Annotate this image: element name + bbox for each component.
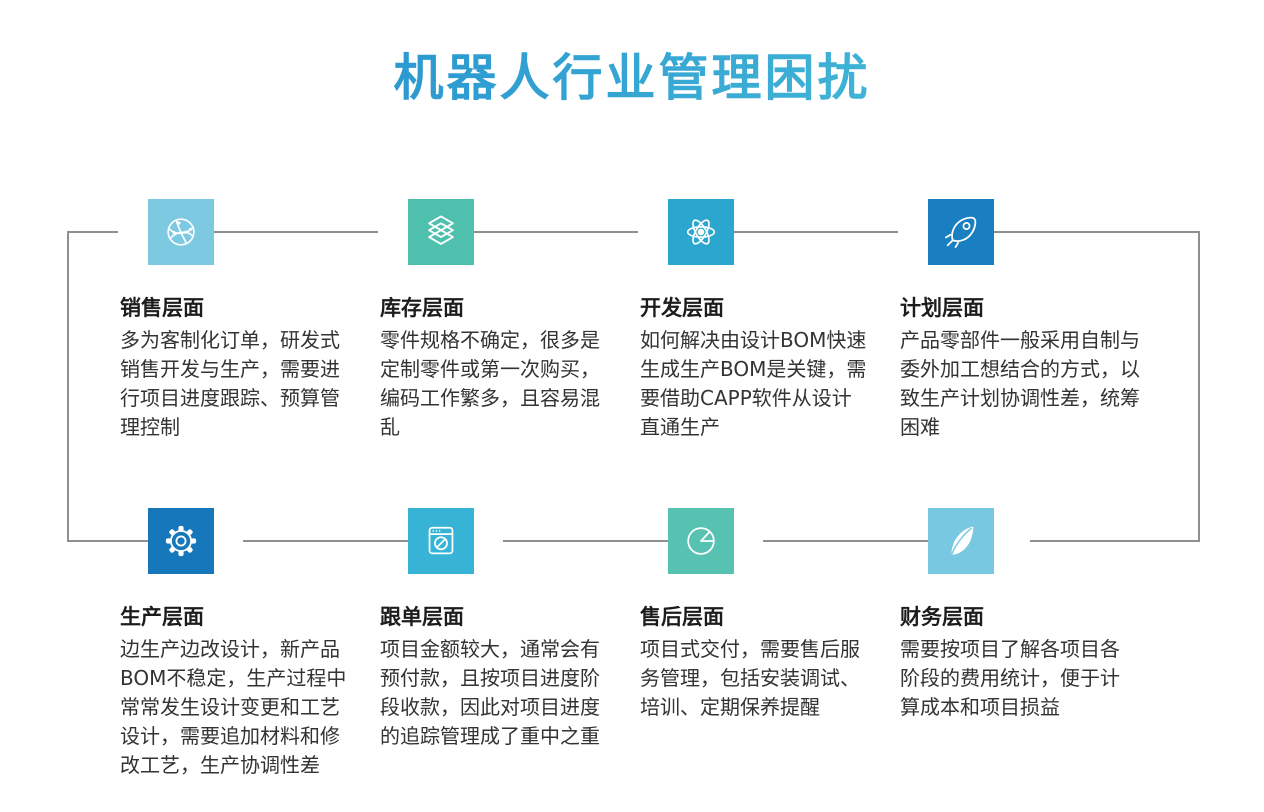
section-heading: 售后层面 — [640, 605, 724, 629]
connector-line — [67, 231, 118, 233]
section-heading: 生产层面 — [120, 605, 204, 629]
page-title: 机器人行业管理困扰 — [0, 38, 1264, 110]
section-body: 多为客制化订单，研发式销售开发与生产，需要进行项目进度跟踪、预算管理控制 — [120, 328, 340, 439]
connector-line — [1030, 540, 1200, 542]
section-heading: 计划层面 — [900, 296, 984, 320]
pie-chart-icon — [668, 508, 734, 574]
connector-line — [993, 231, 1200, 233]
connector-line — [67, 540, 148, 542]
layers-icon — [408, 199, 474, 265]
section-heading: 跟单层面 — [380, 605, 464, 629]
globe-network-icon — [148, 199, 214, 265]
section-body: 零件规格不确定，很多是定制零件或第一次购买，编码工作繁多，且容易混乱 — [380, 328, 600, 439]
section-body: 需要按项目了解各项目各阶段的费用统计，便于计算成本和项目损益 — [900, 637, 1120, 719]
section-heading: 财务层面 — [900, 605, 984, 629]
connector-line-left — [67, 231, 69, 542]
gear-icon — [148, 508, 214, 574]
section-heading: 库存层面 — [380, 296, 464, 320]
rocket-icon — [928, 199, 994, 265]
connector-line — [733, 231, 898, 233]
connector-line — [213, 231, 378, 233]
section-body: 项目式交付，需要售后服务管理，包括安装调试、培训、定期保养提醒 — [640, 637, 860, 719]
connector-line-right — [1198, 231, 1200, 542]
section-heading: 开发层面 — [640, 296, 724, 320]
browser-compass-icon — [408, 508, 474, 574]
section-body: 如何解决由设计BOM快速生成生产BOM是关键，需要借助CAPP软件从设计直通生产 — [640, 328, 867, 439]
section-heading: 销售层面 — [120, 296, 204, 320]
feather-icon — [928, 508, 994, 574]
section-body: 项目金额较大，通常会有预付款，且按项目进度阶段收款，因此对项目进度的追踪管理成了… — [380, 637, 600, 748]
connector-line — [763, 540, 928, 542]
connector-line — [503, 540, 668, 542]
section-body: 产品零部件一般采用自制与委外加工想结合的方式，以致生产计划协调性差，统筹困难 — [900, 328, 1140, 439]
connector-line — [473, 231, 638, 233]
connector-line — [243, 540, 408, 542]
atom-icon — [668, 199, 734, 265]
section-body: 边生产边改设计，新产品BOM不稳定，生产过程中常常发生设计变更和工艺设计，需要追… — [120, 637, 347, 777]
